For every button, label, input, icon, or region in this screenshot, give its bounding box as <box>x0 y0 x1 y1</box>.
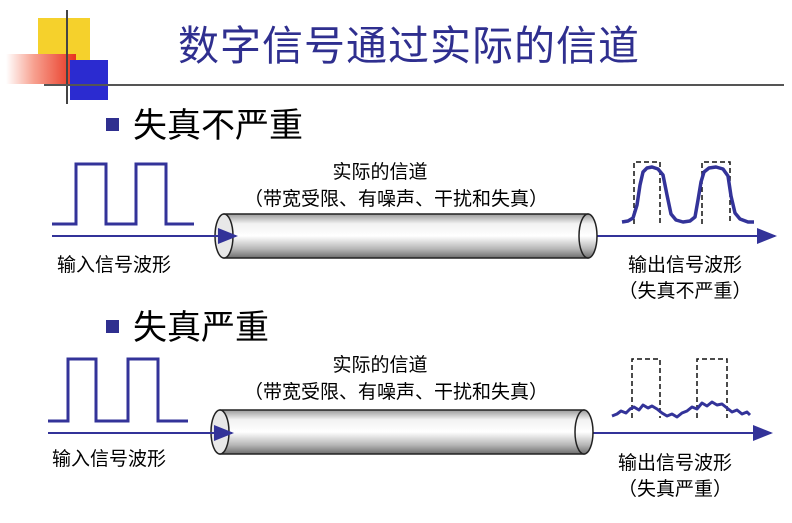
output-label-2: 输出信号波形 <box>617 452 732 474</box>
input-square-wave-1 <box>52 162 194 226</box>
output-wave-mild <box>621 165 754 224</box>
bullet-text: 失真严重 <box>133 308 269 348</box>
output-note-2: （失真严重） <box>617 478 732 500</box>
channel-cylinder-1 <box>214 213 598 259</box>
title-divider <box>44 84 784 86</box>
output-wave-severe <box>611 400 752 419</box>
deco-red-block <box>6 54 76 84</box>
output-note-1: （失真不严重） <box>618 280 752 302</box>
bullet-mild-distortion: 失真不严重 <box>106 98 303 147</box>
slide-title: 数字信号通过实际的信道 <box>178 22 640 70</box>
deco-blue-block <box>70 60 108 100</box>
bullet-text: 失真不严重 <box>133 106 303 146</box>
input-label-2: 输入信号波形 <box>52 448 167 470</box>
deco-vertical-line <box>66 10 68 104</box>
bullet-square-icon <box>106 118 119 131</box>
channel-name-1: 实际的信道 <box>332 161 428 183</box>
reference-pulse-outline-2 <box>631 358 728 418</box>
channel-desc-1: （带宽受限、有噪声、干扰和失真） <box>243 188 548 210</box>
input-square-wave-2 <box>48 357 188 423</box>
reference-pulse-outline-1 <box>633 161 731 224</box>
output-label-1: 输出信号波形 <box>627 254 742 276</box>
bullet-square-icon <box>106 320 119 333</box>
bullet-severe-distortion: 失真严重 <box>106 300 269 349</box>
input-label-1: 输入信号波形 <box>57 254 172 276</box>
channel-name-2: 实际的信道 <box>332 354 428 376</box>
channel-desc-2: （带宽受限、有噪声、干扰和失真） <box>243 381 548 403</box>
channel-cylinder-2 <box>210 409 594 455</box>
